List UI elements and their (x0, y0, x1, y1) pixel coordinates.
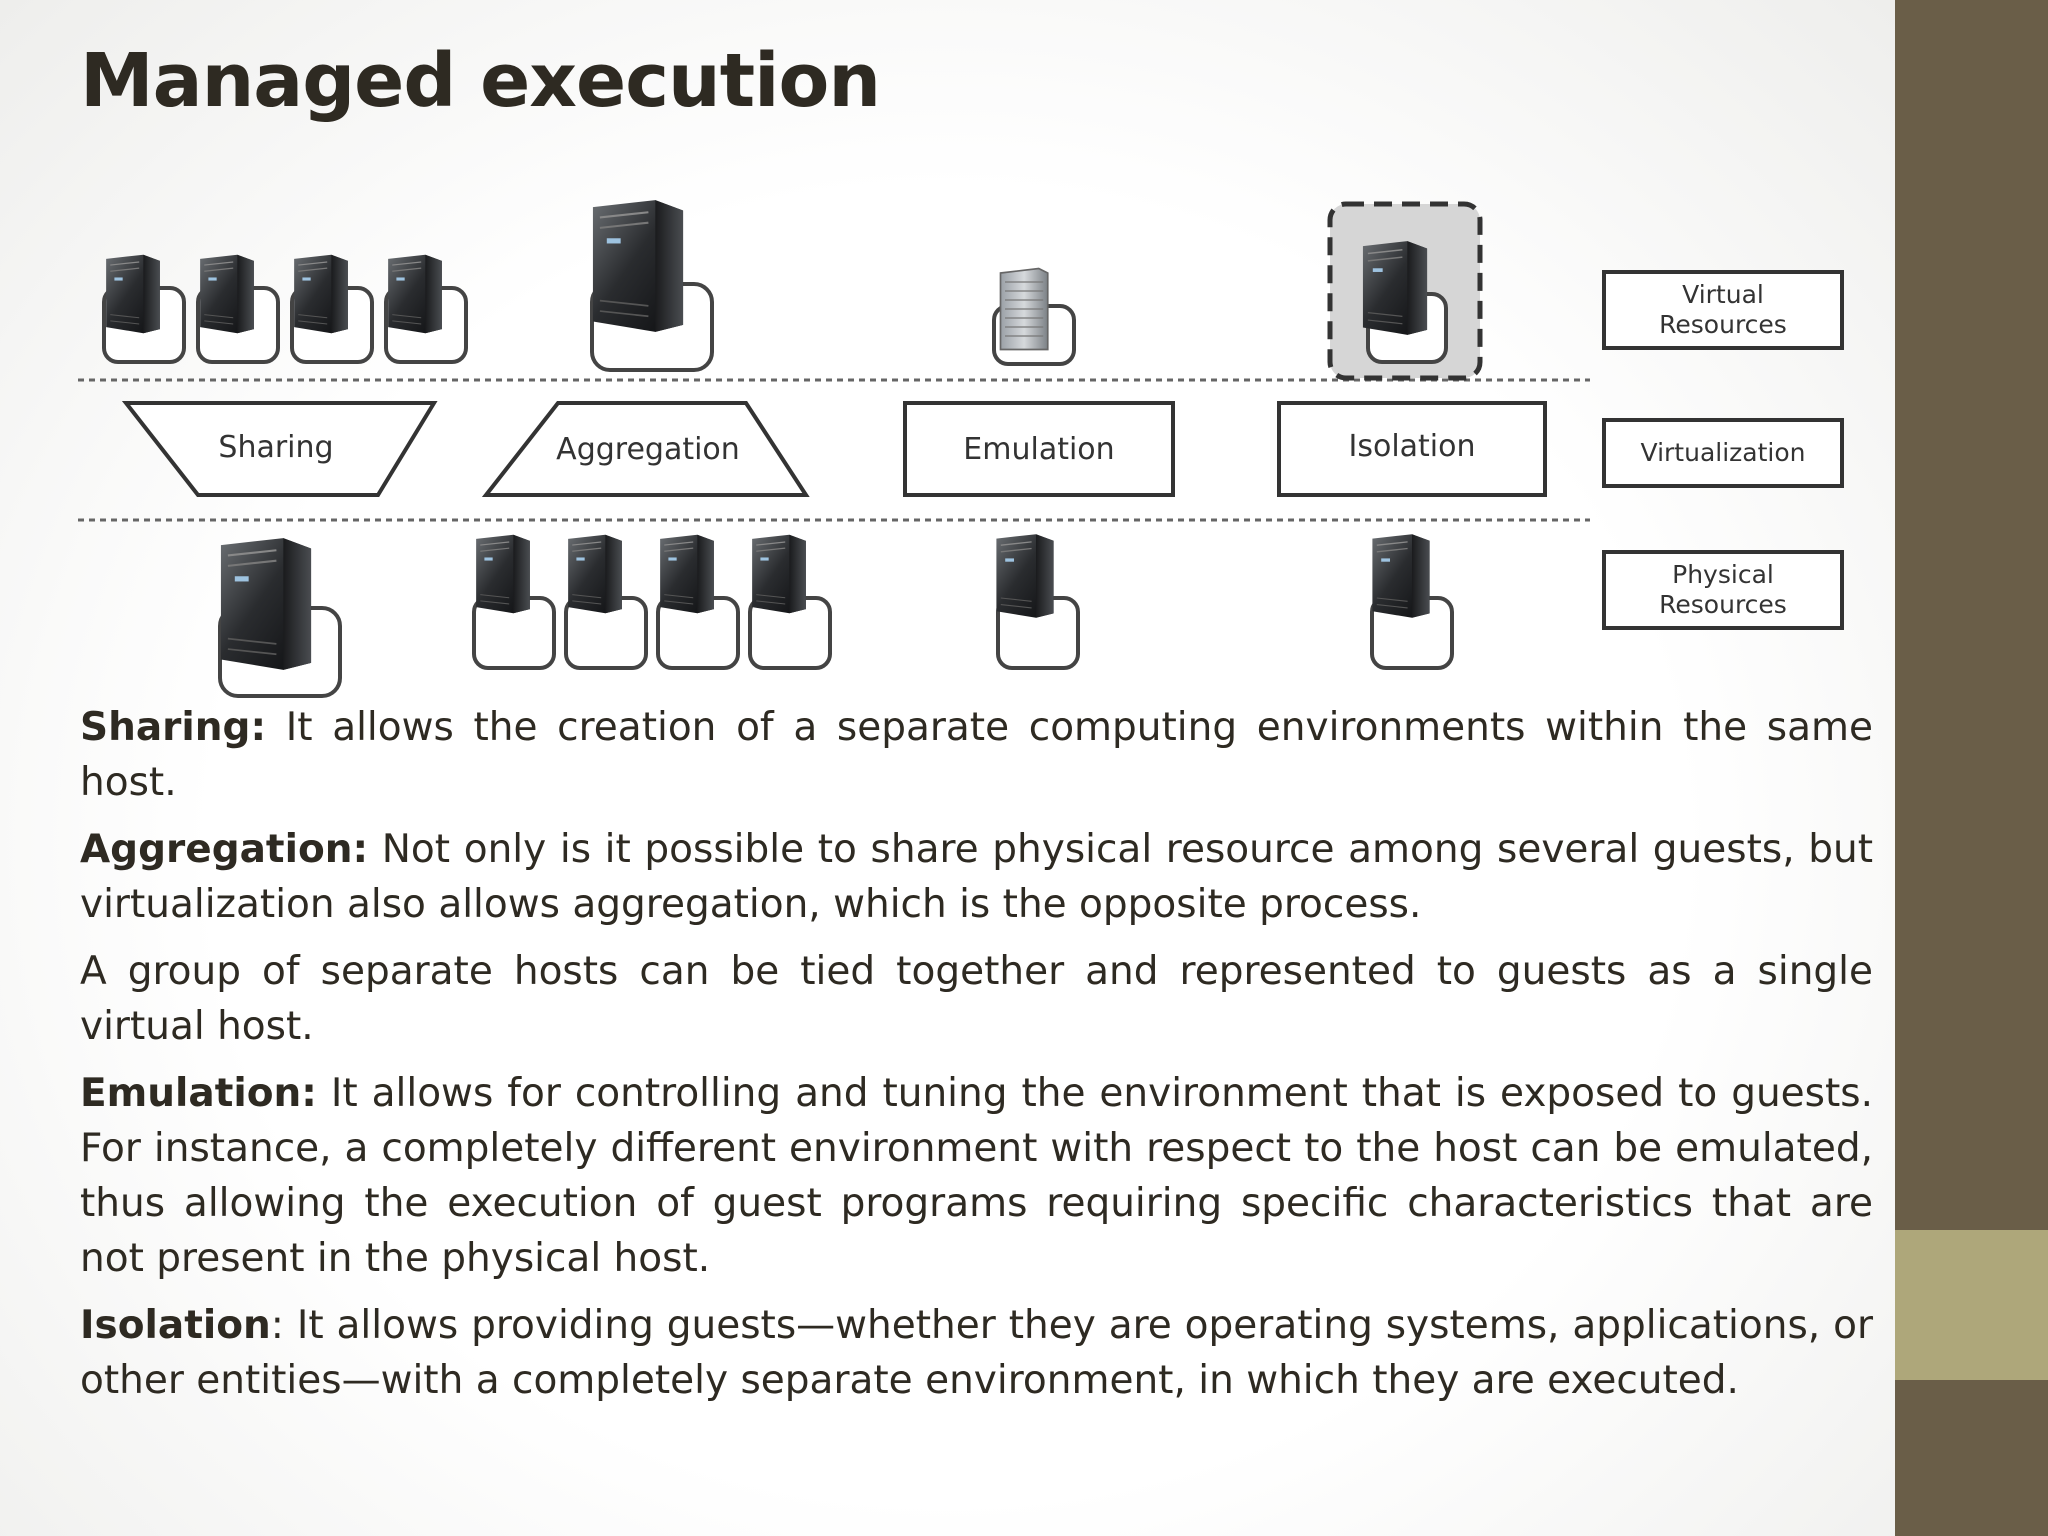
text-aggregation-detail: A group of separate hosts can be tied to… (80, 949, 1873, 1049)
term-isolation: Isolation (80, 1303, 271, 1348)
term-aggregation: Aggregation: (80, 827, 369, 872)
label-emulation: Emulation (963, 432, 1115, 467)
paragraph-emulation: Emulation: It allows for controlling and… (80, 1066, 1873, 1286)
text-isolation: : It allows providing guests—whether the… (80, 1303, 1873, 1403)
paragraph-aggregation-detail: A group of separate hosts can be tied to… (80, 944, 1873, 1054)
slide-background (0, 0, 1895, 1536)
virtualization-diagram: Sharing Aggregation Emulation Isolation … (78, 188, 1878, 708)
slide-title: Managed execution (80, 38, 881, 124)
term-sharing: Sharing: (80, 705, 267, 750)
diagram-graphics (78, 199, 1844, 698)
paragraph-isolation: Isolation: It allows providing guests—wh… (80, 1298, 1873, 1408)
text-aggregation: Not only is it possible to share physica… (80, 827, 1873, 927)
text-sharing: It allows the creation of a separate com… (80, 705, 1873, 805)
label-sharing: Sharing (218, 430, 334, 465)
label-isolation: Isolation (1348, 429, 1476, 464)
text-emulation: It allows for controlling and tuning the… (80, 1071, 1873, 1281)
label-aggregation: Aggregation (556, 432, 740, 467)
decorative-side-accent (1895, 1230, 2048, 1380)
term-emulation: Emulation: (80, 1071, 317, 1116)
label-virtual-resources: Virtual Resources (1659, 280, 1787, 339)
paragraph-aggregation: Aggregation: Not only is it possible to … (80, 822, 1873, 932)
paragraph-sharing: Sharing: It allows the creation of a sep… (80, 700, 1873, 810)
label-virtualization: Virtualization (1640, 438, 1806, 467)
body-text: Sharing: It allows the creation of a sep… (80, 700, 1873, 1420)
label-physical-resources: Physical Resources (1659, 560, 1787, 619)
